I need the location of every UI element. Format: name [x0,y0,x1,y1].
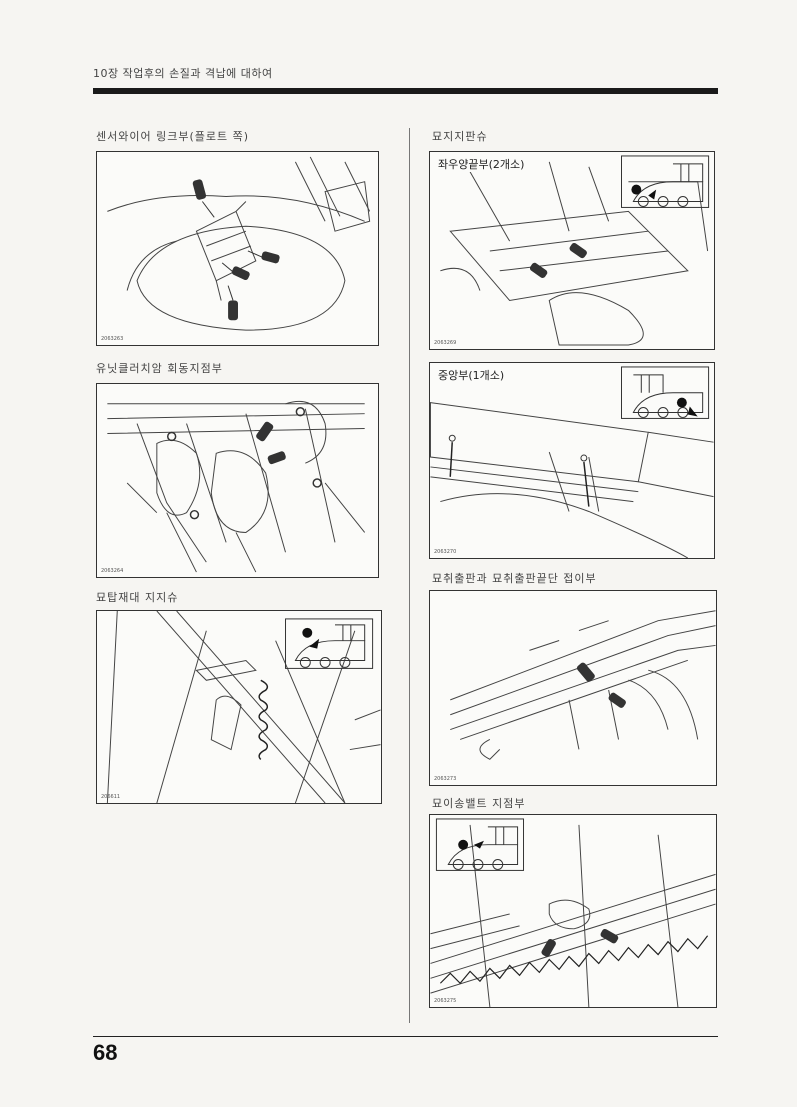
footer-rule [93,1036,718,1037]
figure-code: 206611 [101,794,121,800]
section-title-conveyor-belt: 묘이송밸트 지점부 [432,797,526,810]
figure-take-out-plate: 2063273 [429,590,717,786]
illustration-both-ends [440,155,710,346]
section-title-clutch-arm: 유닛클러치암 회동지점부 [96,362,223,375]
illustration-take-out-plate [450,610,716,760]
page-number: 68 [93,1040,118,1065]
illustration-platform-support [106,611,381,803]
callout-both-ends: 좌우양끝부(2개소) [436,156,527,172]
figure-seedling-platform-support: 206611 [96,610,382,804]
figure-code: 2063264 [101,568,124,574]
section-title-take-out-plate: 묘취출판과 묘취출판끝단 접이부 [432,572,597,585]
column-divider [409,128,410,1023]
chapter-header: 10장 작업후의 손질과 격납에 대하여 [93,67,273,80]
figure-code: 2063270 [434,549,457,555]
callout-center: 중앙부(1개소) [436,367,507,383]
section-title-seedling-platform: 묘탑재대 지지슈 [96,591,179,604]
illustration-center [430,366,714,558]
figure-code: 2063269 [434,340,457,346]
figure-both-ends: 좌우양끝부(2개소) 2063269 [429,151,715,350]
section-title-sensor-wire: 센서와이어 링크부(플로트 쪽) [96,130,250,143]
figure-code: 2063273 [434,776,457,782]
figure-code: 2063263 [101,336,124,342]
illustration-clutch-arm [107,400,366,573]
figure-sensor-wire-link: 2063263 [96,151,379,346]
header-rule [93,88,718,94]
section-title-seedling-support: 묘지지판슈 [432,130,488,143]
illustration-sensor-wire [107,156,371,331]
figure-center: 중앙부(1개소) 2063270 [429,362,715,559]
figure-conveyor-belt: 2063275 [429,814,717,1008]
figure-code: 2063275 [434,998,457,1004]
illustration-conveyor-belt [430,818,716,1007]
figure-unit-clutch-arm: 2063264 [96,383,379,578]
